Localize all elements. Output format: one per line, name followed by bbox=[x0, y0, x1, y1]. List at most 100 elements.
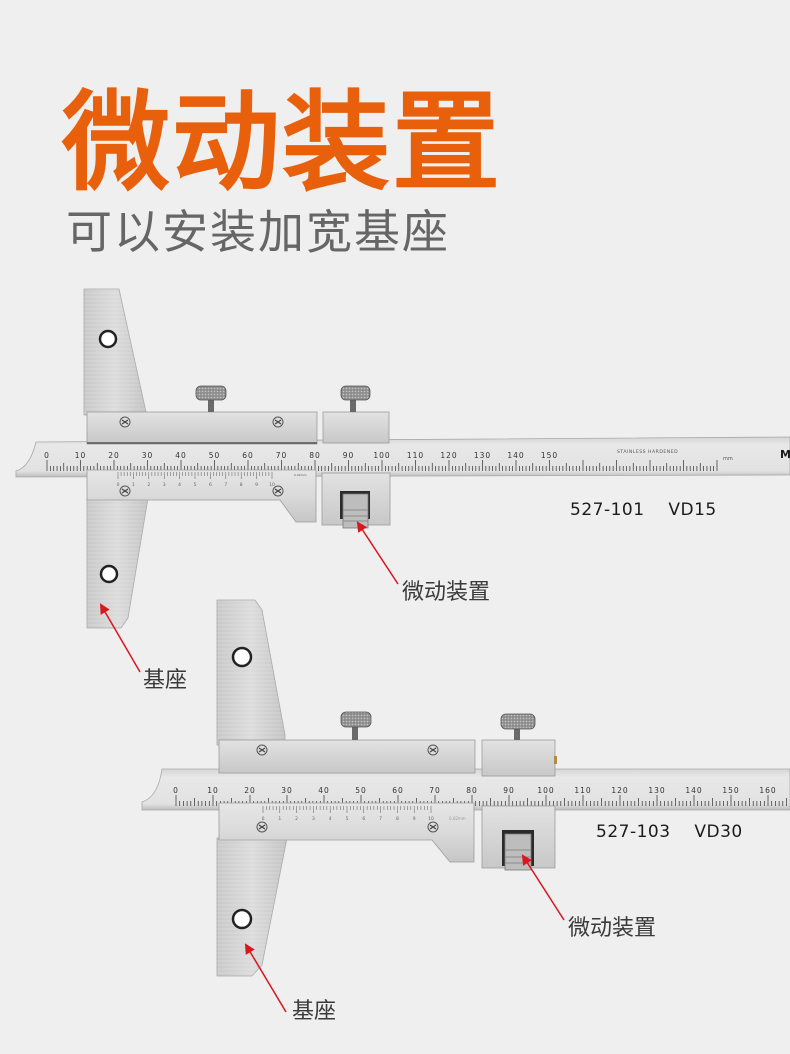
scale-label: 60 bbox=[242, 451, 254, 460]
brand-initial: M bbox=[780, 448, 790, 461]
vernier-unit-stamp: 0.02mm bbox=[294, 473, 307, 477]
vernier-unit-stamp: 0.02mm bbox=[449, 816, 466, 821]
fine-adjust-top-block bbox=[322, 411, 390, 444]
vernier-plate bbox=[86, 469, 317, 523]
scale-label: 150 bbox=[541, 451, 558, 460]
scale-label: 150 bbox=[722, 786, 739, 795]
vernier-label: 1 bbox=[278, 816, 281, 822]
vernier-label: 4 bbox=[329, 816, 332, 822]
scale-label: 120 bbox=[440, 451, 457, 460]
vernier-label: 4 bbox=[178, 482, 181, 488]
fine-adjust-top-block bbox=[481, 739, 556, 777]
page-title: 微动装置 bbox=[62, 81, 503, 206]
scale-label: 30 bbox=[142, 451, 154, 460]
scale-label: 0 bbox=[173, 786, 179, 795]
screw-icon bbox=[427, 744, 439, 756]
ruler-unit-label: mm bbox=[723, 456, 733, 462]
scale-label: 10 bbox=[75, 451, 87, 460]
screw-icon bbox=[272, 485, 284, 497]
screw-icon bbox=[256, 744, 268, 756]
clamp-screw-knob[interactable] bbox=[340, 711, 372, 728]
scale-label: 50 bbox=[209, 451, 221, 460]
vernier-label: 0 bbox=[117, 482, 120, 488]
scale-label: 140 bbox=[507, 451, 524, 460]
scale-label: 60 bbox=[392, 786, 404, 795]
scale-label: 90 bbox=[343, 451, 355, 460]
mounting-hole bbox=[231, 646, 253, 668]
scale-label: 130 bbox=[474, 451, 491, 460]
vernier-label: 10 bbox=[269, 482, 275, 488]
scale-label: 110 bbox=[574, 786, 591, 795]
callout-base-1: 基座 bbox=[143, 668, 188, 693]
vernier-label: 5 bbox=[346, 816, 349, 822]
scale-label: 120 bbox=[611, 786, 628, 795]
scale-label: 70 bbox=[276, 451, 288, 460]
scale-label: 20 bbox=[108, 451, 120, 460]
scale-label: 130 bbox=[648, 786, 665, 795]
mounting-hole bbox=[99, 564, 119, 584]
vernier-label: 7 bbox=[379, 816, 382, 822]
scale-label: 50 bbox=[355, 786, 367, 795]
scale-label: 90 bbox=[503, 786, 515, 795]
callout-fine-adjustment-2: 微动装置 bbox=[568, 916, 657, 941]
scale-label: 140 bbox=[685, 786, 702, 795]
vernier-label: 9 bbox=[413, 816, 416, 822]
fine-adjust-clamp-knob[interactable] bbox=[500, 713, 536, 730]
screw-icon bbox=[119, 416, 131, 428]
vernier-label: 7 bbox=[224, 482, 227, 488]
vernier-label: 6 bbox=[209, 482, 212, 488]
screw-icon bbox=[427, 821, 439, 833]
upper-slider-bar bbox=[218, 739, 476, 774]
scale-label: 160 bbox=[759, 786, 776, 795]
vernier-label: 2 bbox=[295, 816, 298, 822]
clamp-screw-knob[interactable] bbox=[195, 385, 227, 401]
vernier-label: 10 bbox=[428, 816, 434, 822]
scale-label: 70 bbox=[429, 786, 441, 795]
vernier-label: 6 bbox=[362, 816, 365, 822]
scale-label: 40 bbox=[175, 451, 187, 460]
callout-arrow-base-2 bbox=[244, 943, 287, 1013]
page-subtitle: 可以安装加宽基座 bbox=[66, 205, 450, 259]
screw-icon bbox=[119, 485, 131, 497]
main-scale: 0 10 20 30 40 50 60 70 80 90 100 110 120 130 140 150 160 bbox=[173, 786, 787, 806]
model-name: VD30 bbox=[694, 822, 743, 842]
mounting-hole bbox=[231, 908, 253, 930]
scale-label: 10 bbox=[207, 786, 219, 795]
main-beam bbox=[141, 768, 790, 811]
callout-arrow-base-1 bbox=[99, 603, 141, 673]
scale-label: 40 bbox=[318, 786, 330, 795]
model-label-1: 527-101 VD15 bbox=[570, 500, 717, 520]
fine-adjust-clamp-knob[interactable] bbox=[340, 385, 371, 401]
scale-label: 20 bbox=[244, 786, 256, 795]
screw-icon bbox=[256, 821, 268, 833]
vernier-label: 8 bbox=[240, 482, 243, 488]
scale-label: 100 bbox=[373, 451, 390, 460]
callout-arrow-fine-adjust-1 bbox=[356, 521, 399, 585]
ruler-material-stamp: STAINLESS HARDENED bbox=[617, 449, 678, 455]
scale-label: 80 bbox=[309, 451, 321, 460]
fine-adjust-wheel[interactable] bbox=[342, 493, 369, 529]
vernier-label: 3 bbox=[163, 482, 166, 488]
scale-label: 100 bbox=[537, 786, 554, 795]
vernier-label: 3 bbox=[312, 816, 315, 822]
callout-fine-adjustment-1: 微动装置 bbox=[402, 580, 491, 605]
vernier-label: 0 bbox=[262, 816, 265, 822]
model-label-2: 527-103 VD30 bbox=[596, 822, 743, 842]
screw-icon bbox=[272, 416, 284, 428]
mounting-hole bbox=[98, 329, 118, 349]
fine-adjust-wheel[interactable] bbox=[504, 833, 532, 871]
scale-label: 80 bbox=[466, 786, 478, 795]
callout-arrow-fine-adjust-2 bbox=[521, 854, 565, 921]
vernier-label: 5 bbox=[194, 482, 197, 488]
vernier-plate bbox=[218, 802, 475, 863]
scale-label: 0 bbox=[44, 451, 50, 460]
model-name: VD15 bbox=[668, 500, 717, 520]
vernier-label: 1 bbox=[132, 482, 135, 488]
scale-label: 30 bbox=[281, 786, 293, 795]
